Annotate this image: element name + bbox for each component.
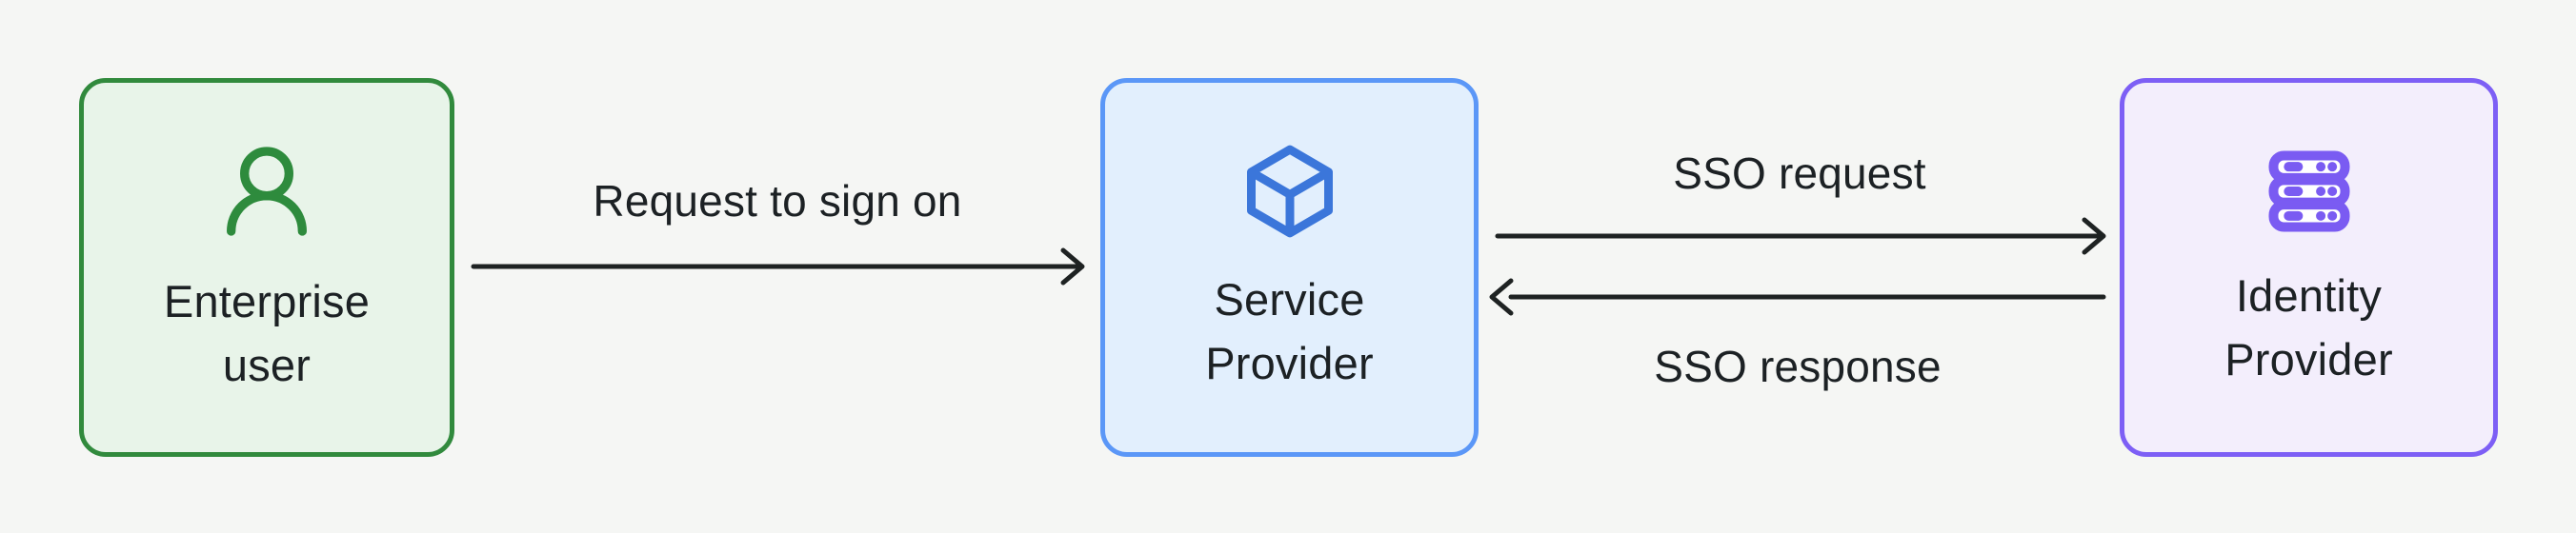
node-label-line: Provider	[1205, 338, 1374, 388]
edge-label-sso-request: SSO request	[1673, 148, 1926, 198]
node-label-line: Enterprise	[163, 276, 371, 326]
arrow-sso-response	[1489, 278, 2106, 316]
node-label-line: Provider	[2224, 334, 2393, 385]
node-label: Enterprise user	[164, 269, 370, 397]
node-label: Identity Provider	[2224, 264, 2393, 391]
server-stack-icon	[2262, 144, 2357, 239]
cube-icon	[1238, 140, 1341, 243]
node-label: Service Provider	[1205, 267, 1374, 395]
edge-label-sso-response: SSO response	[1654, 342, 1942, 391]
node-identity-provider: Identity Provider	[2120, 78, 2498, 457]
arrow-sso-request	[1495, 217, 2106, 255]
node-label-line: user	[222, 340, 312, 390]
user-icon	[213, 138, 320, 245]
node-enterprise-user: Enterprise user	[79, 78, 454, 457]
edge-label-request-to-sign-on: Request to sign on	[593, 176, 962, 226]
node-label-line: Service	[1214, 274, 1365, 325]
node-label-line: Identity	[2235, 270, 2383, 321]
arrow-request-to-sign-on	[471, 247, 1085, 286]
node-service-provider: Service Provider	[1100, 78, 1479, 457]
